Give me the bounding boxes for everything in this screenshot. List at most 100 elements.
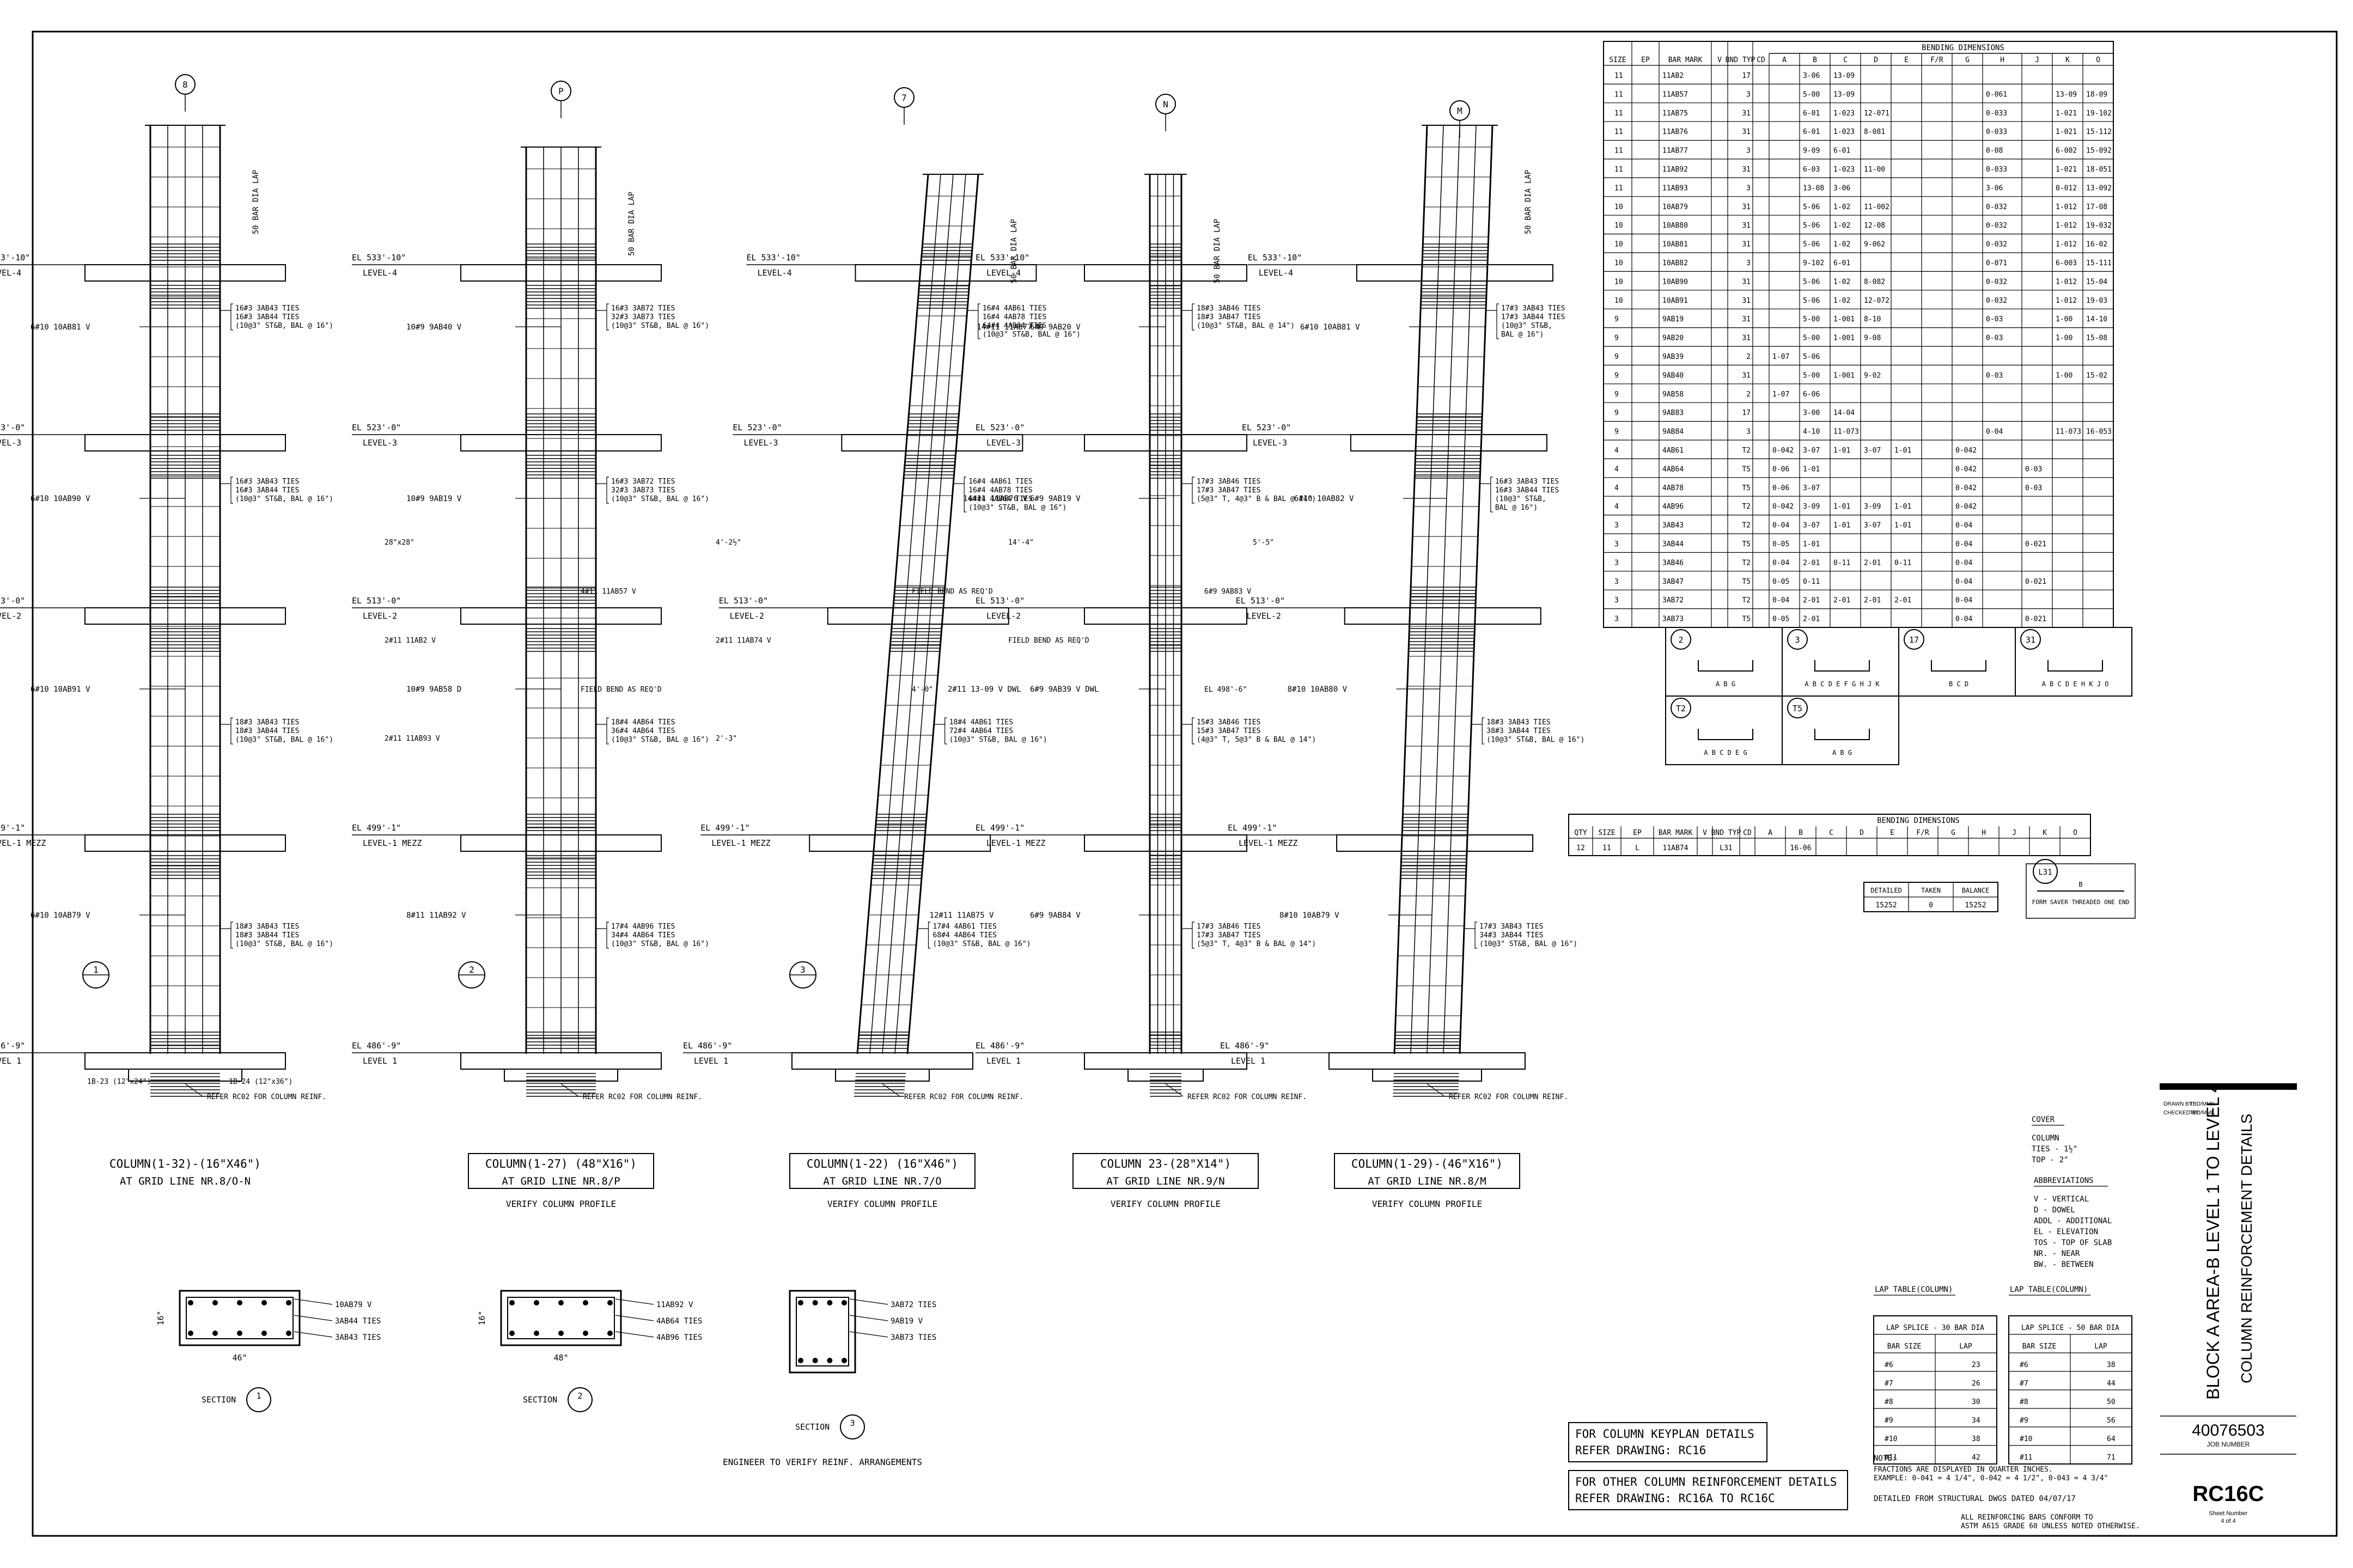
schedule-cell: 8-081	[1864, 128, 1885, 136]
level-name: LEVEL-2	[0, 611, 21, 621]
schedule-cell: 0-05	[1772, 615, 1789, 624]
lap-table-2: LAP TABLE(COLUMN)LAP SPLICE - 50 BAR DIA…	[2008, 1285, 2132, 1465]
schedule-cell: 3AB46	[1662, 559, 1684, 567]
tie-callout: 16#4 4AB61 TIES	[983, 304, 1046, 313]
column-verify: VERIFY COLUMN PROFILE	[1111, 1199, 1221, 1209]
level-name: LEVEL-2	[730, 611, 764, 621]
schedule-cell: 0-042	[1955, 465, 1977, 473]
schedule-cell: 9AB19	[1662, 315, 1684, 324]
column-note: FIELD BEND AS REQ'D	[1008, 637, 1089, 645]
schedule-cell: 0-033	[1986, 166, 2007, 174]
vertical-bar	[1410, 125, 1444, 1054]
section-note: 3AB73 TIES	[891, 1333, 936, 1342]
tie-callout: 18#3 3AB46 TIES	[1197, 304, 1260, 313]
second-header: G	[1951, 829, 1955, 837]
section-note: 3AB43 TIES	[335, 1333, 381, 1342]
column-note: 1B-24 (12"x36")	[229, 1078, 292, 1086]
bar-callout: 14#11 11AB77 V	[977, 323, 1041, 332]
refer-box	[1568, 1470, 1848, 1510]
second-cell: 11	[1602, 844, 1611, 852]
level-name: LEVEL 1	[0, 1056, 21, 1066]
tie-bracket	[606, 477, 609, 504]
schedule-cell: 0-11	[1833, 559, 1850, 567]
schedule-cell: 1-02	[1833, 222, 1850, 230]
tie-callout: (10@3" ST&B, BAL @ 16")	[235, 322, 333, 330]
schedule-header: K	[2065, 56, 2070, 64]
schedule-cell: 9-102	[1803, 259, 1824, 267]
column-elevation-3: EL 533'-10"LEVEL-4EL 523'-0"LEVEL-3EL 51…	[683, 87, 1081, 1209]
schedule-header: EP	[1641, 56, 1650, 64]
level-elevation: EL 533'-10"	[746, 253, 800, 263]
second-header: SIZE	[1598, 829, 1615, 837]
schedule-cell: 0-11	[1803, 578, 1820, 586]
refer-box	[1568, 1422, 1767, 1462]
schedule-cell: 1-012	[2056, 278, 2077, 286]
tie-callout: 18#3 3AB43 TIES	[235, 718, 299, 727]
lap-cell: 42	[1972, 1454, 1980, 1462]
schedule-cell: 14-10	[2086, 315, 2107, 324]
bar-callout: 6#9 9AB19 V	[1030, 495, 1081, 503]
level-elevation: EL 533'-10"	[1248, 253, 1302, 263]
bend-cell	[2015, 627, 2132, 697]
schedule-cell: 2	[1746, 353, 1751, 361]
refer-leader	[1427, 1083, 1445, 1097]
rebar-dot	[237, 1300, 242, 1305]
bend-bubble	[2020, 629, 2041, 650]
schedule-cell: T2	[1742, 559, 1751, 567]
schedule-cell: 10AB81	[1662, 241, 1688, 249]
schedule-cell: 1-01	[1894, 447, 1911, 455]
schedule-cell: 5-06	[1803, 241, 1820, 249]
schedule-cell: 31	[1742, 315, 1751, 324]
schedule-cell: 9-062	[1864, 241, 1885, 249]
schedule-cell: 4AB61	[1662, 447, 1684, 455]
section-cut-tag: 3	[800, 965, 806, 975]
rebar-dot	[607, 1300, 613, 1305]
schedule-cell: 3	[1614, 540, 1619, 548]
schedule-header: D	[1874, 56, 1878, 64]
schedule-cell: 15-08	[2086, 334, 2107, 343]
tie-callout: 18#3 3AB44 TIES	[235, 727, 299, 735]
lap-cell: #9	[2020, 1417, 2028, 1425]
level-elevation: EL 499'-1"	[1228, 823, 1277, 833]
second-cell: 11AB74	[1663, 844, 1688, 852]
second-header: V	[1703, 829, 1707, 837]
sheet-number-label: Sheet Number	[2209, 1510, 2248, 1517]
schedule-cell: 9	[1614, 391, 1619, 399]
section-bubble	[246, 1387, 271, 1412]
tie-bracket	[230, 922, 233, 949]
section-tie	[507, 1297, 615, 1339]
schedule-cell: 31	[1742, 128, 1751, 136]
bend-tag: 17	[1909, 635, 1919, 645]
lap-cell: 23	[1972, 1361, 1980, 1369]
column-note: 4'-2½"	[716, 539, 741, 547]
schedule-cell: 5-06	[1803, 297, 1820, 305]
schedule-cell: 0-04	[1955, 596, 1972, 605]
schedule-cell: 3	[1614, 596, 1619, 605]
second-header: BAR MARK	[1659, 829, 1693, 837]
section-leader	[849, 1331, 888, 1338]
tie-bracket	[606, 922, 609, 949]
sheet-title-1: BLOCK A AREA-B LEVEL 1 TO LEVEL 4	[2203, 1083, 2223, 1400]
section-bubble	[568, 1387, 593, 1412]
schedule-cell: 3-07	[1803, 484, 1820, 492]
schedule-cell: 4AB78	[1662, 484, 1684, 492]
lap-cell: #10	[2020, 1435, 2032, 1443]
bend-tag: T5	[1793, 704, 1802, 713]
bar-callout: 10#9 9AB40 V	[406, 323, 462, 332]
schedule-cell: 15-02	[2086, 371, 2107, 380]
tie-callout: 18#4 4AB64 TIES	[611, 718, 675, 727]
column-note: REFER RC02 FOR COLUMN REINF.	[583, 1093, 702, 1101]
note-line: FRACTIONS ARE DISPLAYED IN QUARTER INCHE…	[1874, 1466, 2053, 1474]
column-title: COLUMN(1-27) (48"X16")	[485, 1157, 637, 1170]
lap-header: BAR SIZE	[2022, 1343, 2057, 1351]
column-title: COLUMN(1-32)-(16"X46")	[109, 1157, 261, 1170]
schedule-cell: 6-01	[1833, 259, 1850, 267]
schedule-cell: 15-111	[2086, 259, 2112, 267]
rebar-dot	[534, 1300, 539, 1305]
rebar-dot	[509, 1300, 515, 1305]
level-elevation: EL 513'-0"	[719, 596, 768, 606]
tie-callout: 17#3 3AB43 TIES	[1501, 304, 1565, 313]
